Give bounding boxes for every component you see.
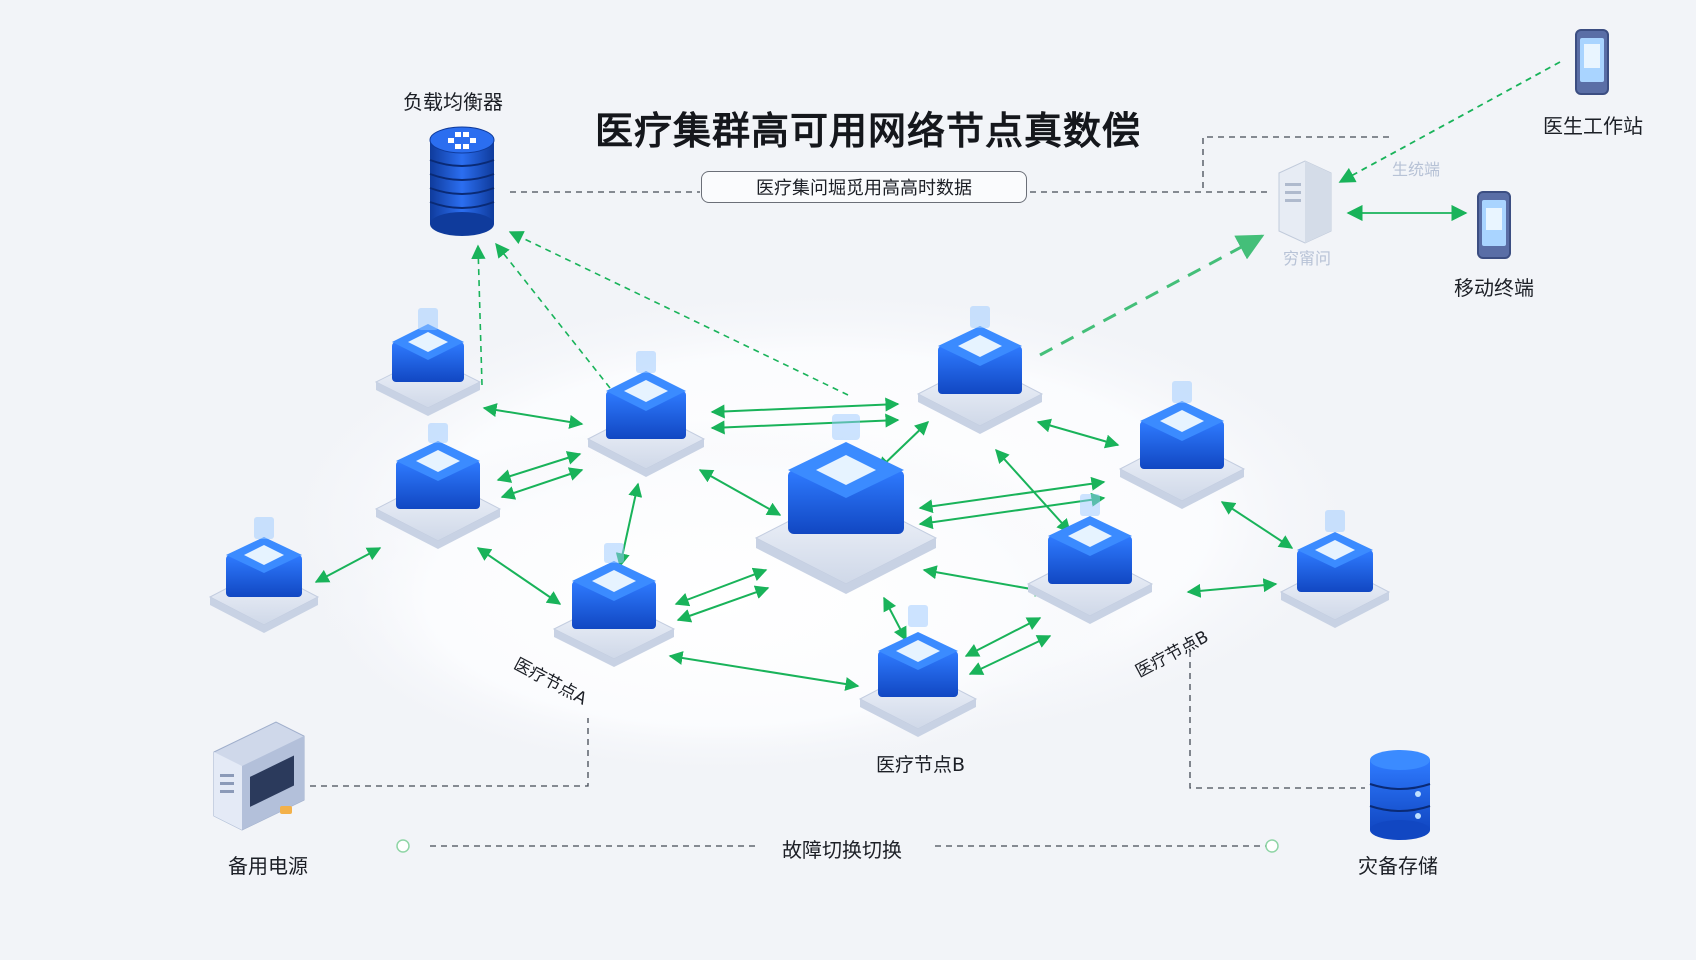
dashed-connectors xyxy=(310,136,1390,847)
mobile-terminal-label: 移动终端 xyxy=(1454,276,1534,300)
storage-cylinder-icon[interactable] xyxy=(1369,750,1431,840)
phone-icon[interactable] xyxy=(1575,29,1609,95)
node-center-main[interactable] xyxy=(754,414,938,594)
node-left-mid[interactable] xyxy=(374,423,502,549)
node-far-right[interactable] xyxy=(1279,510,1391,628)
node-b-bottom[interactable] xyxy=(858,605,978,737)
doctor-workstation-label: 医生工作站 xyxy=(1543,114,1643,138)
server-tower-icon[interactable] xyxy=(1278,160,1332,244)
mesh-links xyxy=(314,397,1294,691)
node-far-left[interactable] xyxy=(208,517,320,633)
node-b-bottom-label: 医疗节点B xyxy=(876,754,966,776)
node-upper-left-center[interactable] xyxy=(586,351,706,477)
page-title: 医疗集群高可用网络节点真数偿 xyxy=(595,109,1142,153)
node-b-right[interactable] xyxy=(1026,494,1154,624)
phone-icon-mobile[interactable] xyxy=(1477,191,1511,259)
node-right-upper[interactable] xyxy=(1118,381,1246,509)
server-ghost-bottom-label: 穷甯问 xyxy=(1283,249,1332,268)
lb-links xyxy=(471,231,849,396)
database-icon[interactable] xyxy=(429,126,495,236)
workstation-links xyxy=(1039,61,1561,357)
caption-box: 医疗集问堀觅用高高时数据 xyxy=(701,171,1027,203)
power-unit-icon[interactable] xyxy=(213,721,305,831)
node-top-right[interactable] xyxy=(916,306,1044,434)
node-top-left[interactable] xyxy=(374,308,482,416)
backup-power-label: 备用电源 xyxy=(228,854,308,878)
node-a[interactable] xyxy=(552,543,676,667)
failover-label: 故障切换切换 xyxy=(782,838,902,862)
load-balancer-label: 负载均衡器 xyxy=(403,90,503,114)
failover-endpoints xyxy=(396,839,1279,853)
disaster-storage-label: 灾备存储 xyxy=(1358,854,1438,878)
server-ghost-top-label: 生统端 xyxy=(1392,160,1441,179)
